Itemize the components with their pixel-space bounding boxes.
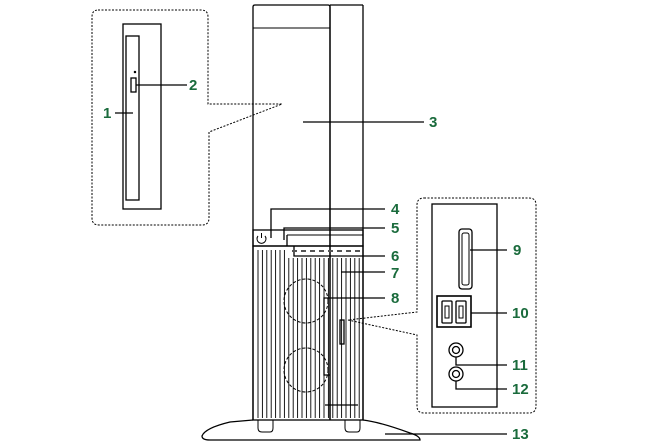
mic-jack — [448, 366, 464, 382]
control-panel — [252, 229, 364, 247]
callout-label-3: 3 — [429, 114, 438, 131]
usb-port-1 — [441, 300, 453, 324]
vent-notch — [310, 250, 315, 252]
drive-led — [133, 70, 137, 74]
front-vent-grille — [252, 245, 364, 421]
callout-label-11: 11 — [512, 357, 528, 374]
vent-notch — [328, 250, 333, 252]
headphone-jack — [448, 342, 464, 358]
vent-notch — [337, 250, 342, 252]
eject-button — [130, 77, 137, 93]
vent-top-notches — [292, 250, 360, 252]
usb-block — [436, 295, 472, 328]
callout-label-7: 7 — [391, 265, 400, 282]
callout-label-2: 2 — [189, 77, 198, 94]
callout-label-9: 9 — [513, 242, 522, 259]
vent-notch — [319, 250, 324, 252]
card-reader-slot — [458, 228, 473, 290]
vent-slats — [257, 250, 360, 418]
callout-label-1: 1 — [103, 105, 112, 122]
callout-label-12: 12 — [512, 381, 529, 398]
ports-zoom-outline — [347, 197, 537, 414]
callout-label-13: 13 — [512, 426, 529, 443]
callout-label-4: 4 — [391, 201, 400, 218]
callout-label-5: 5 — [391, 220, 400, 237]
usb-port-2 — [455, 300, 467, 324]
drive-bay — [122, 23, 162, 210]
vent-notch — [292, 250, 297, 252]
vent-notch — [301, 250, 306, 252]
power-icon — [256, 233, 267, 244]
callout-label-8: 8 — [391, 290, 400, 307]
optical-drive-tray — [125, 35, 140, 201]
vent-notch — [355, 250, 360, 252]
drive-zoom-outline — [91, 9, 283, 226]
tower-body — [252, 4, 331, 420]
callout-label-6: 6 — [391, 248, 400, 265]
callout-label-10: 10 — [512, 305, 529, 322]
ports-panel — [431, 203, 498, 408]
vent-notch — [346, 250, 351, 252]
stand — [201, 419, 421, 441]
